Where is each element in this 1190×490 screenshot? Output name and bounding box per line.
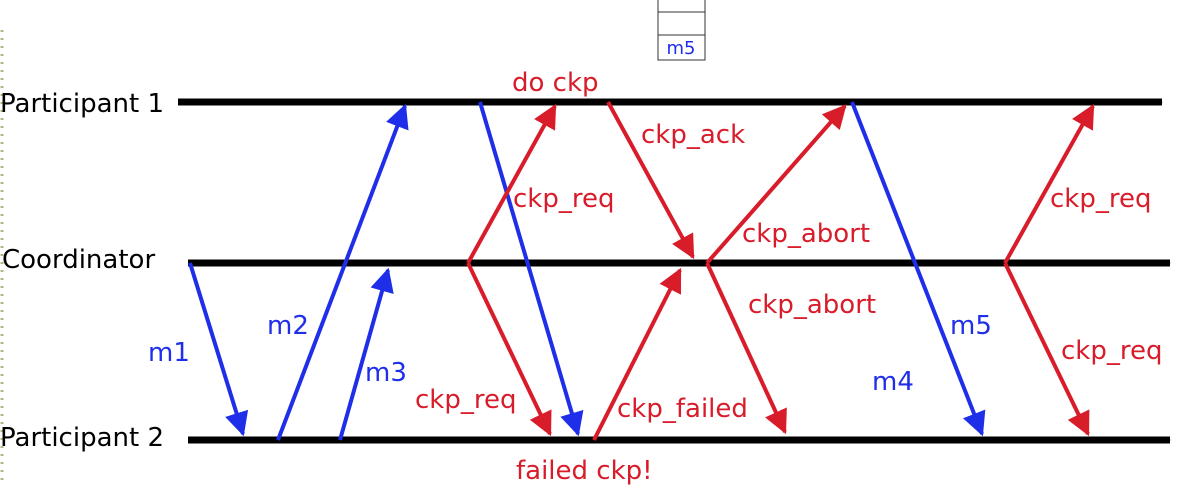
label-ckp-req-2: ckp_req [1050, 184, 1151, 214]
arrow-m4 [478, 101, 584, 437]
label-m5: m5 [950, 311, 992, 341]
arrow-ckp-req-to-p2-2 [1003, 262, 1090, 437]
arrow-m5 [850, 101, 986, 437]
label-ckp-abort-1: ckp_abort [742, 219, 870, 249]
arrow-ckp-failed [592, 267, 682, 441]
arrow-m1 [188, 262, 249, 437]
arrow-ckp-abort-to-p1 [705, 104, 847, 265]
arrow-ckp-abort-to-p2 [705, 262, 787, 435]
lane-label-coordinator: Coordinator [2, 245, 155, 275]
label-ckp-req-4: ckp_req [1061, 336, 1162, 366]
arrow-ckp-req-to-p1-2 [1003, 103, 1095, 264]
queue-box [657, 0, 706, 61]
label-ckp-req-1: ckp_req [513, 184, 614, 214]
arrow-m3 [338, 267, 394, 441]
arrow-m2 [276, 103, 409, 441]
label-m4: m4 [872, 367, 914, 397]
arrow-ckp-req-to-p2 [466, 262, 552, 437]
lane-label-participant1: Participant 1 [0, 89, 164, 119]
label-failed-ckp: failed ckp! [516, 456, 653, 486]
label-ckp-ack: ckp_ack [641, 120, 745, 150]
label-do-ckp: do ckp [512, 68, 599, 98]
lane-label-participant2: Participant 2 [0, 423, 164, 453]
label-ckp-abort-2: ckp_abort [748, 290, 876, 320]
arrow-ckp-req-to-p1 [466, 103, 557, 264]
message-queue: m5 [657, 0, 706, 61]
label-m1: m1 [148, 338, 190, 368]
label-m3: m3 [365, 358, 407, 388]
queue-label: m5 [667, 38, 696, 59]
label-m2: m2 [267, 311, 309, 341]
arrow-ckp-ack [606, 101, 695, 260]
label-ckp-failed: ckp_failed [617, 394, 748, 424]
label-ckp-req-3: ckp_req [415, 385, 516, 415]
